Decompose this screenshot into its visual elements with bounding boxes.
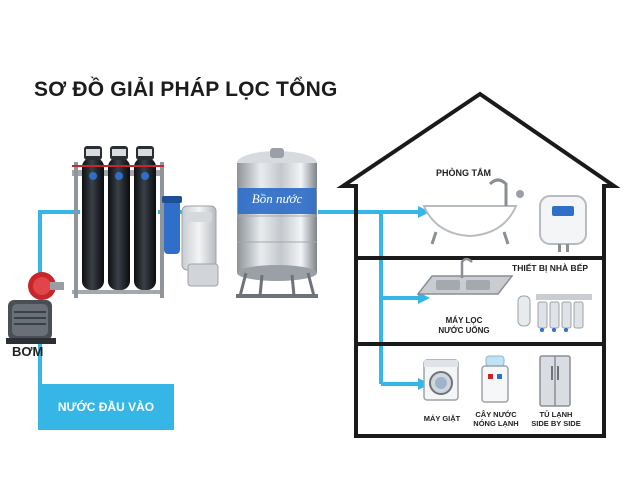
kitchen-sink-illustration	[416, 257, 514, 295]
washing-machine-illustration	[423, 359, 459, 401]
fridge-label-line1: TỦ LẠNH	[539, 410, 573, 419]
ro-purifier-illustration	[517, 294, 592, 332]
bathtub-illustration	[422, 178, 524, 245]
water-inlet-box: NƯỚC ĐẦU VÀO	[38, 384, 174, 430]
water-tank	[236, 148, 318, 298]
multi-stage-filter	[72, 146, 164, 298]
softener-unit	[162, 196, 219, 287]
fridge-label: TỦ LẠNH SIDE BY SIDE	[528, 410, 584, 428]
house-outline	[336, 91, 621, 438]
dispenser-label: CÂY NƯỚC NÓNG LẠNH	[471, 410, 521, 428]
water-heater-illustration	[539, 195, 587, 252]
purifier-label-line1: MÁY LỌC	[445, 316, 483, 325]
pump-label: BƠM	[12, 344, 44, 359]
arrow-kitchen	[418, 292, 430, 304]
tank-label: Bồn nước	[251, 191, 303, 206]
water-dispenser-illustration	[481, 355, 509, 403]
dispenser-label-line1: CÂY NƯỚC	[475, 410, 517, 419]
purifier-label: MÁY LỌC NƯỚC UỐNG	[428, 316, 500, 336]
bathroom-label: PHÒNG TẮM	[436, 168, 491, 178]
purifier-label-line2: NƯỚC UỐNG	[438, 326, 490, 335]
fridge-label-line2: SIDE BY SIDE	[531, 419, 581, 428]
washer-label: MÁY GIẶT	[423, 414, 461, 423]
dispenser-label-line2: NÓNG LẠNH	[473, 419, 519, 428]
water-inlet-label: NƯỚC ĐẦU VÀO	[57, 400, 155, 414]
pump-illustration	[6, 272, 64, 344]
diagram-title: SƠ ĐỒ GIẢI PHÁP LỌC TỔNG	[34, 78, 338, 101]
pump-to-filter-pipe	[38, 210, 80, 278]
fridge-illustration	[539, 355, 571, 407]
kitchen-label: THIẾT BỊ NHÀ BẾP	[512, 263, 589, 273]
arrow-bathroom	[418, 206, 430, 218]
